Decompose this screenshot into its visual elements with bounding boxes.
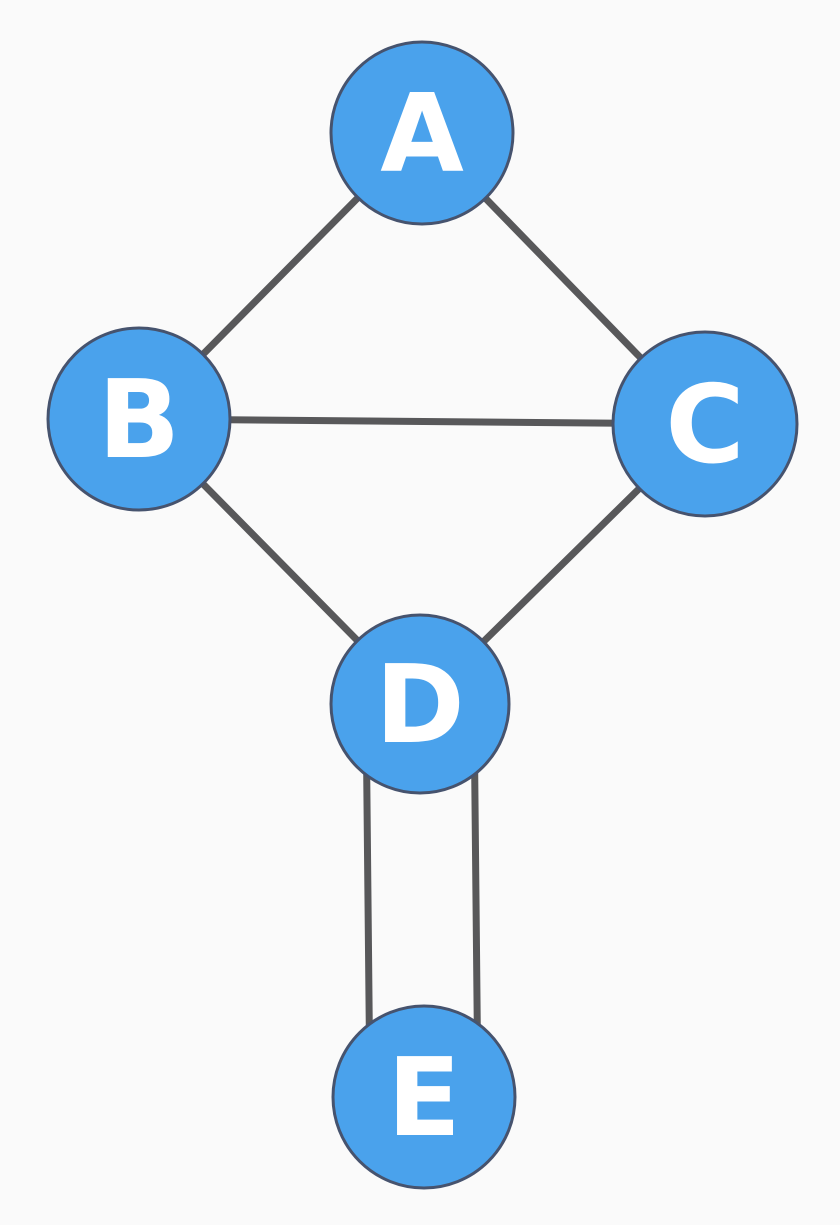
node-circle-B <box>46 326 232 512</box>
node-B: B <box>46 326 232 512</box>
node-E: E <box>331 1004 517 1190</box>
node-circle-C <box>611 330 799 518</box>
node-C: C <box>611 330 799 518</box>
edge-B-C <box>135 415 709 428</box>
node-label-B: B <box>98 358 180 483</box>
node-label-E: E <box>387 1036 461 1161</box>
node-circle-A <box>329 40 515 226</box>
node-circle-D <box>329 613 511 795</box>
node-label-D: D <box>375 643 465 768</box>
node-label-A: A <box>380 72 464 197</box>
node-circle-E <box>331 1004 517 1190</box>
node-A: A <box>329 40 515 226</box>
nodes-layer: A B C D E <box>46 40 799 1190</box>
node-D: D <box>329 613 511 795</box>
node-label-C: C <box>665 363 744 488</box>
